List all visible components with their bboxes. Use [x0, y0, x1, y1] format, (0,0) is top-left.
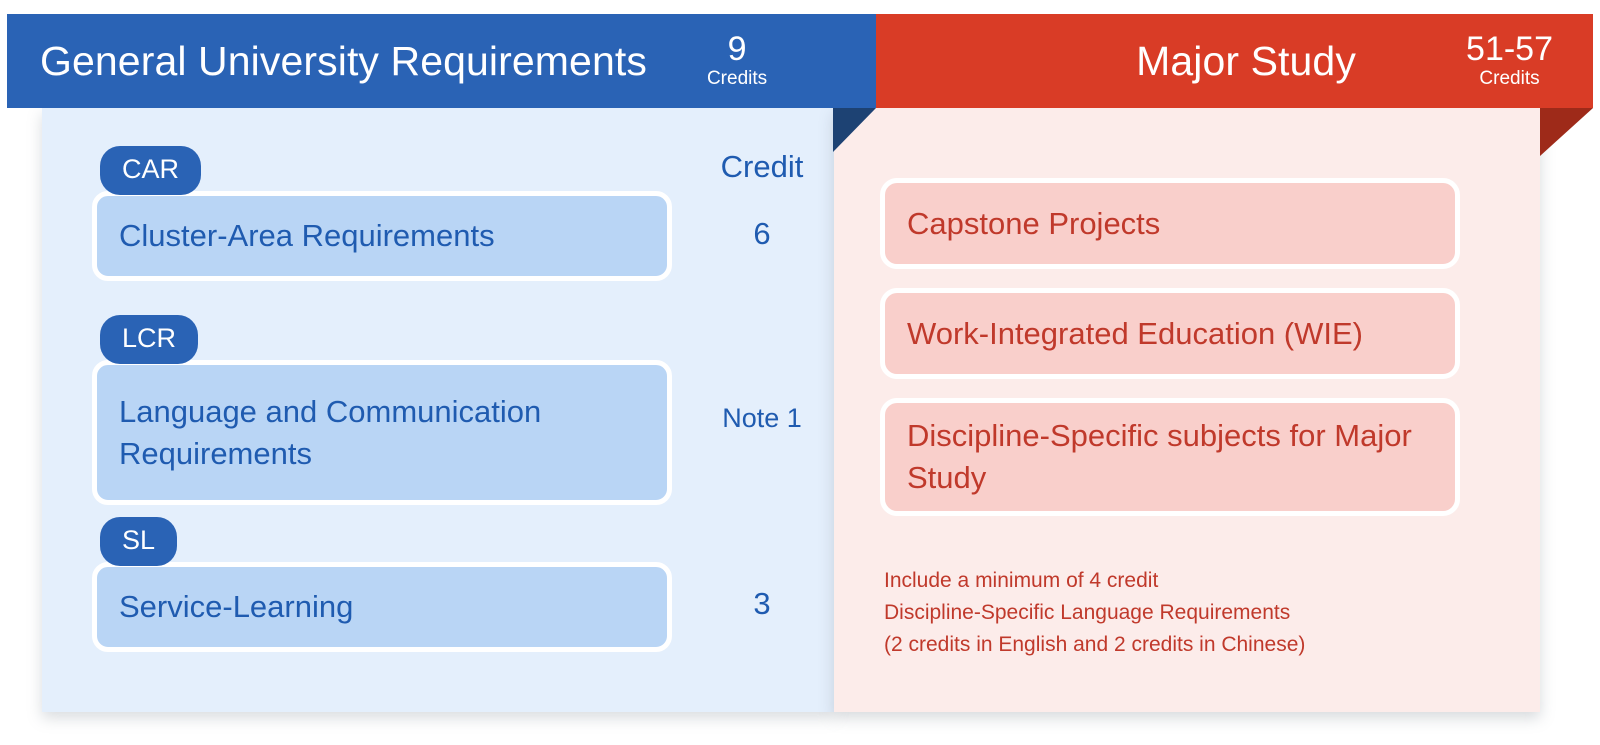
badge-car: CAR [100, 146, 202, 195]
left-credits-label: Credits [706, 68, 768, 89]
card-discipline-specific-subjects: Discipline-Specific subjects for Major S… [880, 398, 1460, 516]
left-credits-badge: 9 Credits [707, 32, 767, 90]
major-study-note-line-2: Discipline-Specific Language Requirement… [884, 601, 1291, 625]
card-discipline-specific-subjects-label: Discipline-Specific subjects for Major S… [907, 418, 1412, 495]
card-car-label: Cluster-Area Requirements [119, 218, 495, 254]
card-lcr-label: Language and Communication Requirements [119, 393, 542, 471]
right-credits-label: Credits [1479, 68, 1540, 89]
right-credits-number: 51-57 [1466, 30, 1553, 68]
right-section-title: Major Study [1136, 37, 1356, 84]
card-sl: Service-Learning [92, 562, 672, 652]
right-credits-badge: 51-57 Credits [1466, 32, 1553, 90]
card-work-integrated-education-label: Work-Integrated Education (WIE) [907, 315, 1363, 351]
left-section-title: General University Requirements [40, 37, 647, 84]
badge-lcr: LCR [100, 315, 199, 364]
major-study-note-line-1: Include a minimum of 4 credit [884, 569, 1159, 592]
right-section-header: Major Study 51-57 Credits [876, 14, 1593, 108]
blue-ribbon-fold-icon [833, 108, 876, 152]
card-capstone-projects: Capstone Projects [880, 178, 1460, 269]
card-lcr: Language and Communication Requirements [92, 360, 672, 505]
major-study-note-line-3: (2 credits in English and 2 credits in C… [884, 633, 1306, 657]
credit-value-car: 6 [753, 216, 771, 251]
major-study-note: Include a minimum of 4 credit Discipline… [884, 565, 1484, 661]
left-section-header: General University Requirements 9 Credit… [7, 14, 876, 108]
card-sl-label: Service-Learning [119, 589, 354, 625]
card-work-integrated-education: Work-Integrated Education (WIE) [880, 288, 1460, 379]
left-credits-number: 9 [727, 30, 747, 68]
badge-sl: SL [100, 517, 178, 566]
red-ribbon-fold-icon [1540, 108, 1593, 156]
credit-value-lcr: Note 1 [722, 403, 802, 433]
card-car: Cluster-Area Requirements [92, 191, 672, 281]
credit-column-header: Credit [720, 149, 804, 184]
card-capstone-projects-label: Capstone Projects [907, 205, 1161, 241]
credit-value-sl: 3 [753, 586, 771, 621]
